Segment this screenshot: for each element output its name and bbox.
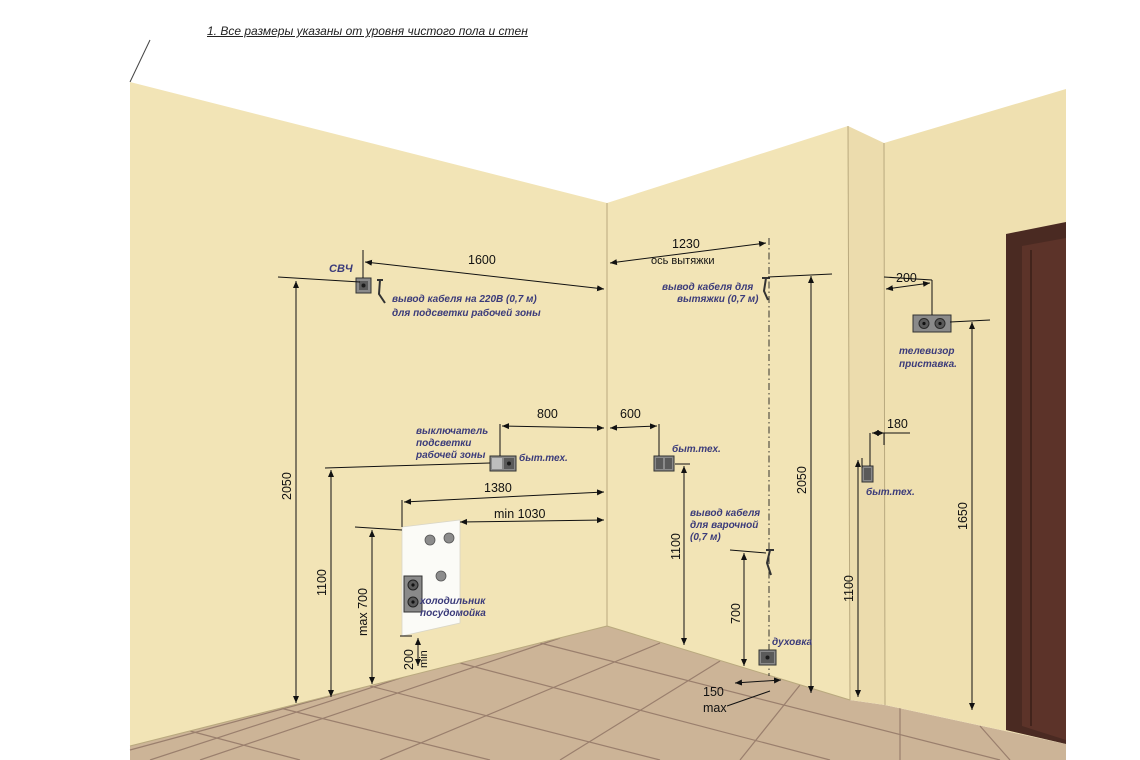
appliance-outlet-middle [653, 455, 675, 472]
dim-1650: 1650 [956, 502, 970, 530]
general-note: 1. Все размеры указаны от уровня чистого… [207, 24, 528, 38]
microwave-outlet [355, 277, 372, 294]
dim-200-min: 200 [402, 649, 416, 670]
fridge-dishwasher-outlets [403, 575, 423, 613]
label-hob-cable-line2: для варочной [690, 520, 758, 531]
label-appliance-middle: быт.тех. [672, 443, 721, 455]
label-switch-line2: подсветки [416, 438, 471, 449]
label-microwave: СВЧ [329, 263, 353, 275]
dim-800: 800 [537, 407, 558, 421]
label-hob-cable-line3: (0,7 м) [690, 532, 721, 543]
label-cable-220-line2: для подсветки рабочей зоны [392, 307, 541, 319]
label-fridge: холодильник [419, 596, 486, 607]
dim-700: 700 [729, 603, 743, 624]
dim-1100-middle: 1100 [669, 533, 683, 560]
tv-outlet [912, 314, 952, 333]
label-hood-cable-line2: вытяжки (0,7 м) [677, 294, 759, 305]
label-appliance-column: быт.тех. [866, 486, 915, 498]
label-switch-line1: выключатель [416, 426, 488, 437]
hood-cable-icon [762, 277, 770, 301]
wall-edges [129, 125, 886, 747]
dim-1100-left: 1100 [315, 569, 329, 596]
dim-150: 150 [703, 685, 724, 699]
label-cable-220-line1: вывод кабеля на 220В (0,7 м) [392, 293, 537, 305]
appliance-outlet-column [861, 465, 874, 483]
floor-tile-grout [129, 637, 1011, 760]
label-dishwasher: посудомойка [420, 608, 486, 619]
dim-max-700: max 700 [356, 588, 370, 636]
left-wall [130, 82, 607, 746]
label-hood-cable-line1: вывод кабеля для [662, 281, 753, 293]
dim-600: 600 [620, 407, 641, 421]
label-appliance-left: быт.тех. [519, 452, 568, 464]
dim-max-label: max [703, 701, 727, 715]
dim-1100-right: 1100 [842, 575, 856, 602]
dim-200-top: 200 [896, 271, 917, 285]
label-tv-line1: телевизор [899, 346, 954, 357]
floor [130, 626, 1066, 760]
switch-and-appliance-outlet [489, 455, 517, 472]
label-oven: духовка [772, 637, 813, 648]
water-pipe-outlets [424, 532, 455, 582]
dim-min-label: min [418, 650, 430, 668]
dim-min-1030: min 1030 [494, 507, 545, 521]
dim-2050-left: 2050 [280, 472, 294, 500]
label-tv-line2: приставка. [899, 359, 957, 370]
dim-2050-right: 2050 [795, 466, 809, 494]
middle-wall [607, 126, 850, 700]
ceiling-edge-left [129, 39, 151, 83]
door-panel [1022, 238, 1066, 740]
column-face [848, 126, 885, 705]
dim-1230: 1230 [672, 237, 700, 251]
hob-cable-icon [765, 549, 774, 576]
hood-axis-label: ось вытяжки [651, 255, 714, 267]
dim-1600: 1600 [468, 253, 496, 267]
oven-outlet [758, 649, 777, 666]
label-switch-line3: рабочей зоны [415, 449, 486, 461]
dimension-lines [277, 240, 991, 710]
dim-180: 180 [887, 417, 908, 431]
label-hob-cable-line1: вывод кабеля [690, 507, 760, 519]
dim-1380: 1380 [484, 481, 512, 495]
